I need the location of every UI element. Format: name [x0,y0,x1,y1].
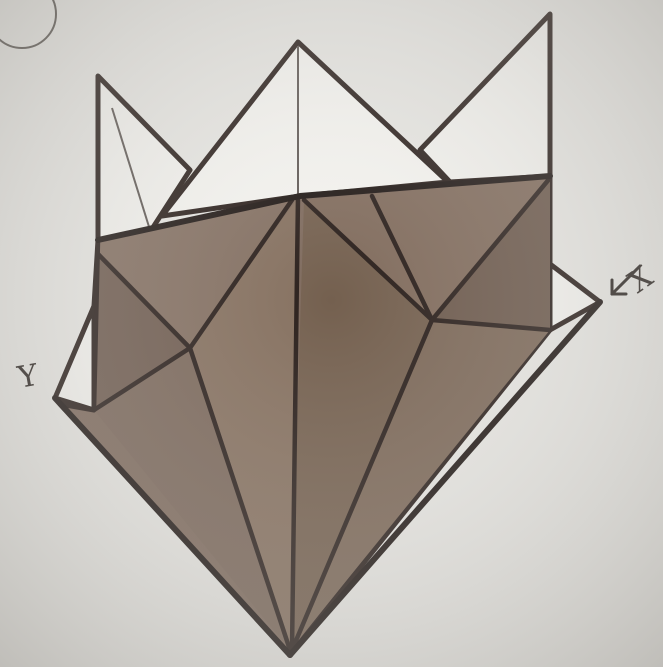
origami-diagram-page: Y X [0,0,663,667]
origami-fold-diagram: Y X [0,0,663,667]
photo-vignette [0,0,663,667]
